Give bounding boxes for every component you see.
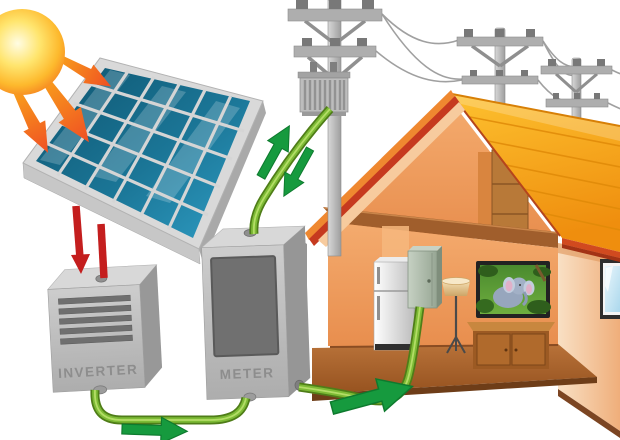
utility-pole-3 bbox=[540, 57, 613, 123]
inverter: INVERTER bbox=[47, 264, 163, 395]
inverter-vents bbox=[58, 294, 133, 345]
breaker-panel bbox=[407, 246, 442, 309]
tv-jungle-scene bbox=[476, 264, 551, 314]
dc-arrows bbox=[71, 205, 108, 279]
roof bbox=[305, 90, 620, 262]
floor-lamp bbox=[441, 277, 471, 354]
roof-left-edge bbox=[305, 90, 455, 240]
sun-icon bbox=[0, 9, 65, 95]
tv-cabinet bbox=[467, 322, 555, 369]
house bbox=[288, 90, 620, 438]
panel-cells bbox=[36, 68, 250, 238]
house-base-edge bbox=[558, 389, 620, 438]
utility-pole-2 bbox=[456, 27, 544, 107]
attic-floor bbox=[323, 207, 558, 248]
meter-display bbox=[210, 255, 280, 358]
window bbox=[600, 259, 620, 319]
cable-meter-to-transformer bbox=[249, 105, 334, 235]
solar-panel bbox=[22, 57, 266, 265]
meter: METER bbox=[200, 225, 311, 402]
inverter-label: INVERTER bbox=[58, 362, 139, 381]
tv bbox=[476, 261, 551, 318]
elephant bbox=[493, 277, 535, 308]
meter-label: METER bbox=[219, 365, 274, 382]
